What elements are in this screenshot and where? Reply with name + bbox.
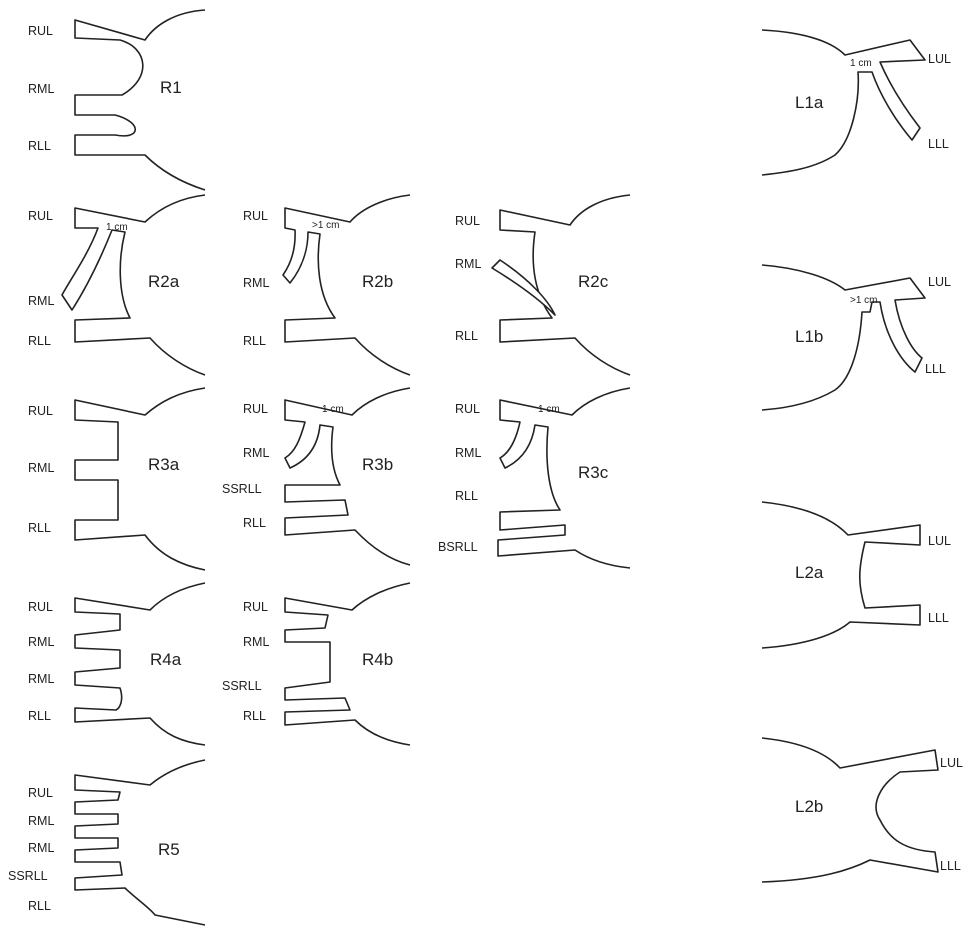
- panel-r4a-label-2: RML: [28, 672, 54, 686]
- panel-r3a-outline: [75, 388, 205, 570]
- panel-r4b-label-0: RUL: [243, 600, 268, 614]
- panel-r3a-label-1: RML: [28, 461, 54, 475]
- panel-l1b-label-0: LUL: [928, 275, 951, 289]
- panel-r2b-label-2: RLL: [243, 334, 266, 348]
- panel-r5-label-3: SSRLL: [8, 869, 48, 883]
- panel-l2b-label-0: LUL: [940, 756, 963, 770]
- panel-r3a-label-0: RUL: [28, 404, 53, 418]
- panel-r3a-label-2: RLL: [28, 521, 51, 535]
- panel-r5-title: R5: [158, 840, 180, 859]
- panel-l2b-label-1: LLL: [940, 859, 961, 873]
- panel-r3c-label-2: RLL: [455, 489, 478, 503]
- panel-l2a-label-0: LUL: [928, 534, 951, 548]
- panel-r3b-measurement: 1 cm: [322, 404, 344, 415]
- panel-r4a: RUL RML RML RLL R4a: [28, 583, 205, 745]
- panel-l1a-label-1: LLL: [928, 137, 949, 151]
- panel-r2a-label-2: RLL: [28, 334, 51, 348]
- panel-r5-outline: [75, 760, 205, 925]
- panel-l2b-outline: [762, 738, 938, 882]
- panel-r4a-label-3: RLL: [28, 709, 51, 723]
- panel-r3b: RUL RML SSRLL RLL 1 cm R3b: [222, 388, 410, 565]
- panel-r3b-label-0: RUL: [243, 402, 268, 416]
- panel-r3a-title: R3a: [148, 455, 180, 474]
- panel-r3b-label-1: RML: [243, 446, 269, 460]
- panel-l1a-label-0: LUL: [928, 52, 951, 66]
- panel-r3b-outline: [285, 388, 410, 565]
- panel-r2a-title: R2a: [148, 272, 180, 291]
- panel-r3c: RUL RML RLL BSRLL 1 cm R3c: [438, 388, 630, 568]
- panel-r4b-label-1: RML: [243, 635, 269, 649]
- panel-l2a: LUL LLL L2a: [762, 502, 951, 648]
- panel-r2a-measurement: 1 cm: [106, 222, 128, 233]
- panel-r4a-label-1: RML: [28, 635, 54, 649]
- panel-r2b: RUL RML RLL >1 cm R2b: [243, 195, 410, 375]
- panel-r2a-label-1: RML: [28, 294, 54, 308]
- panel-r3a: RUL RML RLL R3a: [28, 388, 205, 570]
- panel-l2a-label-1: LLL: [928, 611, 949, 625]
- panel-r5-label-1: RML: [28, 814, 54, 828]
- panel-l1b-label-1: LLL: [925, 362, 946, 376]
- panel-r1-label-2: RLL: [28, 139, 51, 153]
- panel-l1b-measurement: >1 cm: [850, 295, 878, 306]
- panel-r3c-label-3: BSRLL: [438, 540, 478, 554]
- panel-r5-label-4: RLL: [28, 899, 51, 913]
- panel-r3b-label-3: RLL: [243, 516, 266, 530]
- panel-r4a-title: R4a: [150, 650, 182, 669]
- panel-l2a-outline: [762, 502, 920, 648]
- panel-l1a-outline: [762, 30, 925, 175]
- panel-r2c-label-1: RML: [455, 257, 481, 271]
- panel-r5-label-0: RUL: [28, 786, 53, 800]
- panel-r1-label-1: RML: [28, 82, 54, 96]
- panel-r1: RUL RML RLL R1: [28, 10, 205, 190]
- panel-l1b: LUL LLL >1 cm L1b: [762, 265, 951, 410]
- panel-r3b-title: R3b: [362, 455, 393, 474]
- panel-l2b: LUL LLL L2b: [762, 738, 963, 882]
- panel-r2b-label-0: RUL: [243, 209, 268, 223]
- panel-r3c-label-0: RUL: [455, 402, 480, 416]
- panel-l1a: LUL LLL 1 cm L1a: [762, 30, 951, 175]
- panel-r2c-title: R2c: [578, 272, 609, 291]
- panel-r2c-label-2: RLL: [455, 329, 478, 343]
- panel-r2a: RUL RML RLL 1 cm R2a: [28, 195, 205, 375]
- panel-l1a-title: L1a: [795, 93, 824, 112]
- panel-r4a-label-0: RUL: [28, 600, 53, 614]
- panel-r2b-measurement: >1 cm: [312, 220, 340, 231]
- panel-r2c: RUL RML RLL R2c: [455, 195, 630, 375]
- panel-r2a-outline: [62, 195, 205, 375]
- panel-r2a-label-0: RUL: [28, 209, 53, 223]
- panel-l1b-title: L1b: [795, 327, 823, 346]
- panel-r5: RUL RML RML SSRLL RLL R5: [8, 760, 205, 925]
- panel-r3c-outline: [498, 388, 630, 568]
- panel-r2b-label-1: RML: [243, 276, 269, 290]
- panel-l2b-title: L2b: [795, 797, 823, 816]
- panel-r5-label-2: RML: [28, 841, 54, 855]
- panel-r4b-title: R4b: [362, 650, 393, 669]
- panel-r1-title: R1: [160, 78, 182, 97]
- panel-l1b-outline: [762, 265, 925, 410]
- panel-r3b-label-2: SSRLL: [222, 482, 262, 496]
- panel-r4b: RUL RML SSRLL RLL R4b: [222, 583, 410, 745]
- panel-r1-outline: [75, 10, 205, 190]
- panel-r4a-outline: [75, 583, 205, 745]
- panel-r4b-label-2: SSRLL: [222, 679, 262, 693]
- panel-r2b-title: R2b: [362, 272, 393, 291]
- panel-r3c-label-1: RML: [455, 446, 481, 460]
- panel-r3c-title: R3c: [578, 463, 609, 482]
- panel-r1-label-0: RUL: [28, 24, 53, 38]
- panel-r2c-label-0: RUL: [455, 214, 480, 228]
- panel-r4b-label-3: RLL: [243, 709, 266, 723]
- panel-l2a-title: L2a: [795, 563, 824, 582]
- panel-r3c-measurement: 1 cm: [538, 404, 560, 415]
- panel-l1a-measurement: 1 cm: [850, 58, 872, 69]
